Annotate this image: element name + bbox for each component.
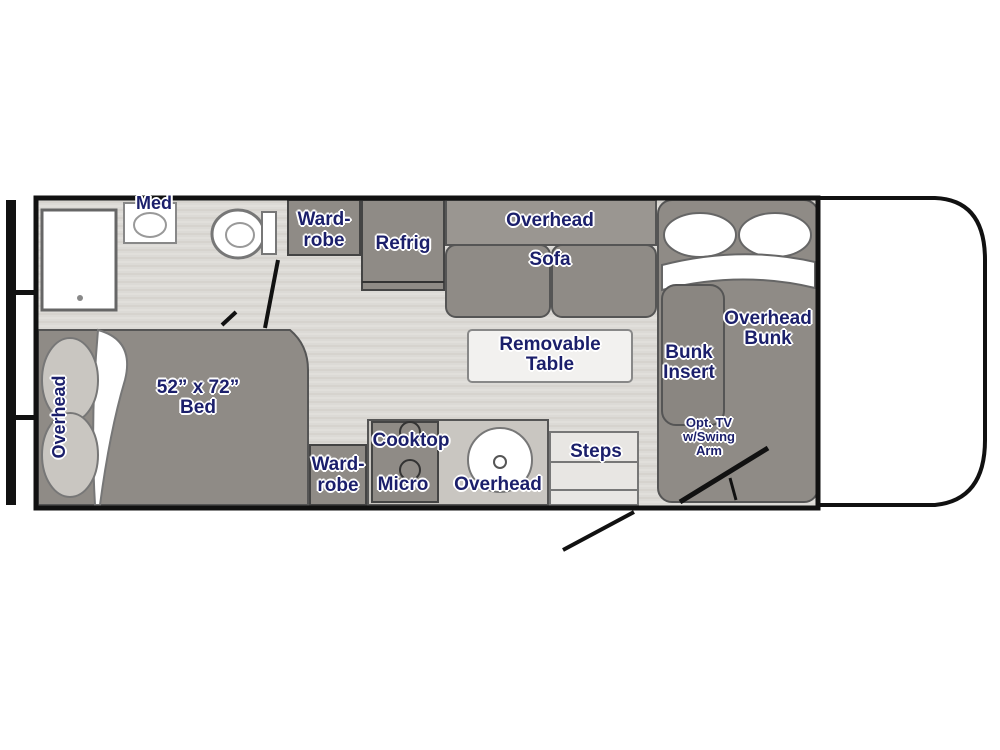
bed-size-label: 52” x 72” <box>156 377 240 398</box>
tv-label-2: w/Swing <box>683 429 735 444</box>
cab-outline <box>816 196 987 507</box>
kitchen-sink-icon <box>467 427 533 493</box>
bed-label: Bed <box>180 397 216 418</box>
cooktop-label: Cooktop <box>372 430 450 451</box>
wardrobe-top-label-1: Ward- <box>297 209 351 230</box>
refrig-label: Refrig <box>375 233 431 254</box>
sofa <box>445 199 657 318</box>
removable-table-label-1: Removable <box>499 334 601 355</box>
bunk-insert-label-2: Insert <box>663 362 715 383</box>
wardrobe-bottom-label-2: robe <box>317 475 359 496</box>
med-label: Med <box>136 193 172 213</box>
tv-label-3: Arm <box>695 443 722 458</box>
burner-icon <box>399 459 421 481</box>
bunk-insert <box>661 284 725 426</box>
kitchen-counter <box>367 419 549 506</box>
rear-bumper <box>6 200 16 505</box>
wardrobe-top <box>287 199 361 256</box>
tv-label-1: Opt. TV <box>685 415 733 430</box>
steps <box>549 431 639 506</box>
overhead-top-label: Overhead <box>506 210 594 231</box>
overhead-bunk-label-1: Overhead <box>724 308 812 329</box>
bed <box>37 328 309 506</box>
removable-table <box>467 329 633 383</box>
refrigerator <box>361 199 445 291</box>
wardrobe-bottom-label-1: Ward- <box>311 454 365 475</box>
overhead-kitchen-label: Overhead <box>454 474 542 495</box>
sink-icon <box>123 202 177 244</box>
wardrobe-top-label-2: robe <box>303 230 345 251</box>
steps-label: Steps <box>570 441 622 462</box>
burner-icon <box>399 421 421 443</box>
bunk-insert-label-1: Bunk <box>665 342 713 363</box>
removable-table-label-2: Table <box>525 354 575 375</box>
overhead-bed-label: Overhead <box>49 375 69 459</box>
toilet-icon <box>210 208 277 260</box>
entry-door-icon <box>562 510 635 552</box>
sofa-label: Sofa <box>529 249 571 270</box>
cab-seats-icon <box>661 212 816 292</box>
bath-door <box>263 259 280 329</box>
overhead-bunk-label-2: Bunk <box>744 328 792 349</box>
wardrobe-bottom <box>309 444 367 506</box>
tv-icon <box>678 445 770 505</box>
shower-icon <box>40 208 118 312</box>
micro-label: Micro <box>377 474 429 495</box>
